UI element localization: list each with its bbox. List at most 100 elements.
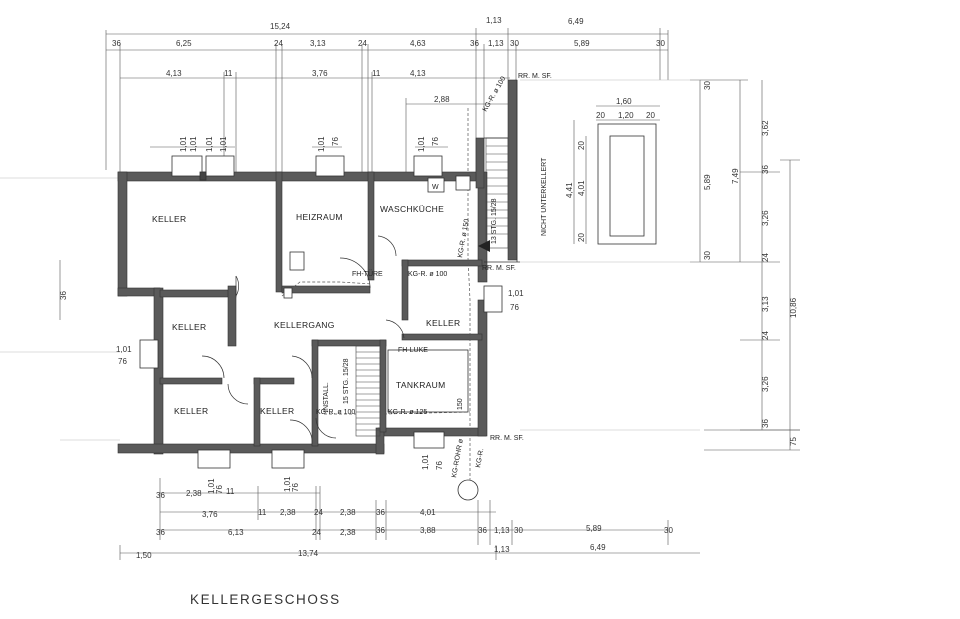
dim-rc5-0: 75: [789, 437, 798, 446]
note-kg-r-bot: KG-R.: [475, 448, 485, 468]
stair-arrow: [478, 240, 490, 252]
stairs: [355, 137, 509, 437]
note-kg-r-100-install: KG-R. ø 100: [316, 409, 355, 416]
dim-r2-2: 24: [274, 39, 283, 48]
dim-b2-3: 24: [314, 508, 323, 517]
dim-fix-1: 20: [596, 111, 605, 120]
dim-b2-2: 2,38: [280, 508, 296, 517]
dims-bottom: 1,01 76 1,01 76 1,01 76 36 2,38 11 3,76 …: [136, 454, 673, 560]
washer-symbol: W: [432, 184, 439, 191]
guide-lines: [0, 79, 700, 441]
dim-b3-2: 24: [312, 528, 321, 537]
room-keller-s: KELLER: [260, 406, 294, 416]
note-rr-m-sf-top: RR. M. SF.: [518, 73, 552, 80]
dim-rc1-1: 5,89: [703, 174, 712, 190]
dim-b3-10: 30: [664, 526, 673, 535]
dim-b3-8: 30: [514, 526, 523, 535]
dim-bwin-b1: 76: [435, 461, 444, 470]
note-150: 150: [457, 398, 464, 410]
dim-win-5: 76: [331, 137, 340, 146]
dim-left-c: 76: [118, 357, 127, 366]
dim-b3-0: 36: [156, 528, 165, 537]
dim-fix-0: 1,60: [616, 97, 632, 106]
dim-fix-2: 1,20: [618, 111, 634, 120]
dim-b2-5: 36: [376, 508, 385, 517]
dim-b2-1: 11: [258, 508, 267, 517]
label-fh-luke: FH-LUKE: [398, 347, 428, 354]
dim-top-649: 6,49: [568, 17, 584, 26]
door-swings: [201, 235, 405, 445]
dim-b1-1: 2,38: [186, 489, 202, 498]
dim-b4-3: 6,49: [590, 543, 606, 552]
note-kg-rohr: KG-ROHR ø: [451, 438, 465, 479]
dim-left-b: 1,01: [116, 345, 132, 354]
dim-b2-0: 3,76: [202, 510, 218, 519]
note-15-stg: 15 STG. 15/28: [343, 358, 350, 404]
dim-r3-0: 4,13: [166, 69, 182, 78]
dim-win-3: 1,01: [219, 136, 228, 152]
room-tankraum: TANKRAUM: [396, 380, 445, 390]
dim-b4-0: 1,50: [136, 551, 152, 560]
dim-rc3-2: 3,26: [761, 210, 770, 226]
dim-b3-1: 6,13: [228, 528, 244, 537]
dim-r3-3: 11: [372, 69, 381, 78]
dim-rc3-5: 24: [761, 331, 770, 340]
dims-right: 20 4,01 20 4,41 30 5,89 30 7,49 3,62 36 …: [565, 81, 798, 446]
dim-b2-4: 2,38: [340, 508, 356, 517]
dim-top-overall: 15,24: [270, 22, 291, 31]
outline: [484, 80, 520, 263]
dim-r3-2: 3,76: [312, 69, 328, 78]
dim-r4: 2,88: [434, 95, 450, 104]
dim-win-6: 1,01: [417, 136, 426, 152]
dim-top-113: 1,13: [486, 16, 502, 25]
dim-ri-2: 20: [577, 233, 586, 242]
dim-b3-3: 2,38: [340, 528, 356, 537]
windows: [139, 155, 503, 469]
room-keller-sw: KELLER: [174, 406, 208, 416]
dim-ri-3: 4,41: [565, 182, 574, 198]
dim-r2-0: 36: [112, 39, 121, 48]
dim-win-0: 1,01: [179, 136, 188, 152]
note-13-stg: 13 STG. 15/28: [491, 198, 498, 244]
dim-rc1-0: 30: [703, 81, 712, 90]
room-keller-e: KELLER: [426, 318, 460, 328]
plan-title: KELLERGESCHOSS: [190, 592, 341, 607]
dim-b3-6: 36: [478, 526, 487, 535]
dim-win-1: 1,01: [189, 136, 198, 152]
room-keller-w: KELLER: [172, 322, 206, 332]
dim-left-a: 36: [59, 291, 68, 300]
dim-win-7: 76: [431, 137, 440, 146]
room-install: INSTALL.: [323, 382, 330, 412]
dim-mid-b: 76: [510, 303, 519, 312]
dim-rc3-6: 3,26: [761, 376, 770, 392]
dim-fix-3: 20: [646, 111, 655, 120]
dim-r2-3: 3,13: [310, 39, 326, 48]
walls: [117, 79, 518, 455]
dim-bwin-a0: 1,01: [283, 476, 292, 492]
note-kg-r-150: KG-R. ø 150: [457, 218, 471, 258]
dim-r2-5: 4,63: [410, 39, 426, 48]
room-waschkueche: WASCHKÜCHE: [380, 204, 444, 214]
dim-r2-10: 30: [656, 39, 665, 48]
dim-r2-8: 30: [510, 39, 519, 48]
dim-b3-7: 1,13: [494, 526, 510, 535]
dim-b1-3: 11: [226, 487, 235, 496]
label-nicht-unterkellert: NICHT UNTERKELLERT: [541, 157, 548, 236]
dim-b4-1: 13,74: [298, 549, 319, 558]
dim-ri-0: 20: [577, 141, 586, 150]
dim-r2-1: 6,25: [176, 39, 192, 48]
dim-bwin-b0: 1,01: [421, 454, 430, 470]
dim-bwin-c1: 76: [215, 485, 224, 494]
note-kg-r-125: KG-R. ø 125: [388, 409, 427, 416]
dim-b3-5: 3,88: [420, 526, 436, 535]
dim-win-4: 1,01: [317, 136, 326, 152]
note-kg-r-100-top: KG-R. ø 100: [482, 75, 508, 113]
room-labels: KELLER HEIZRAUM WASCHKÜCHE FH-TÜRE KELLE…: [152, 157, 548, 416]
note-rr-m-sf-bot: RR. M. SF.: [490, 435, 524, 442]
dim-mid-a: 1,01: [508, 289, 524, 298]
fixtures: [199, 123, 657, 501]
dim-bwin-c0: 1,01: [207, 478, 216, 494]
dim-r3-4: 4,13: [410, 69, 426, 78]
note-kg-r-100-mid: KG-R. ø 100: [408, 271, 447, 278]
dims-top: 15,24 1,13 6,49 36 6,25 24 3,13 24 4,63 …: [112, 16, 665, 152]
